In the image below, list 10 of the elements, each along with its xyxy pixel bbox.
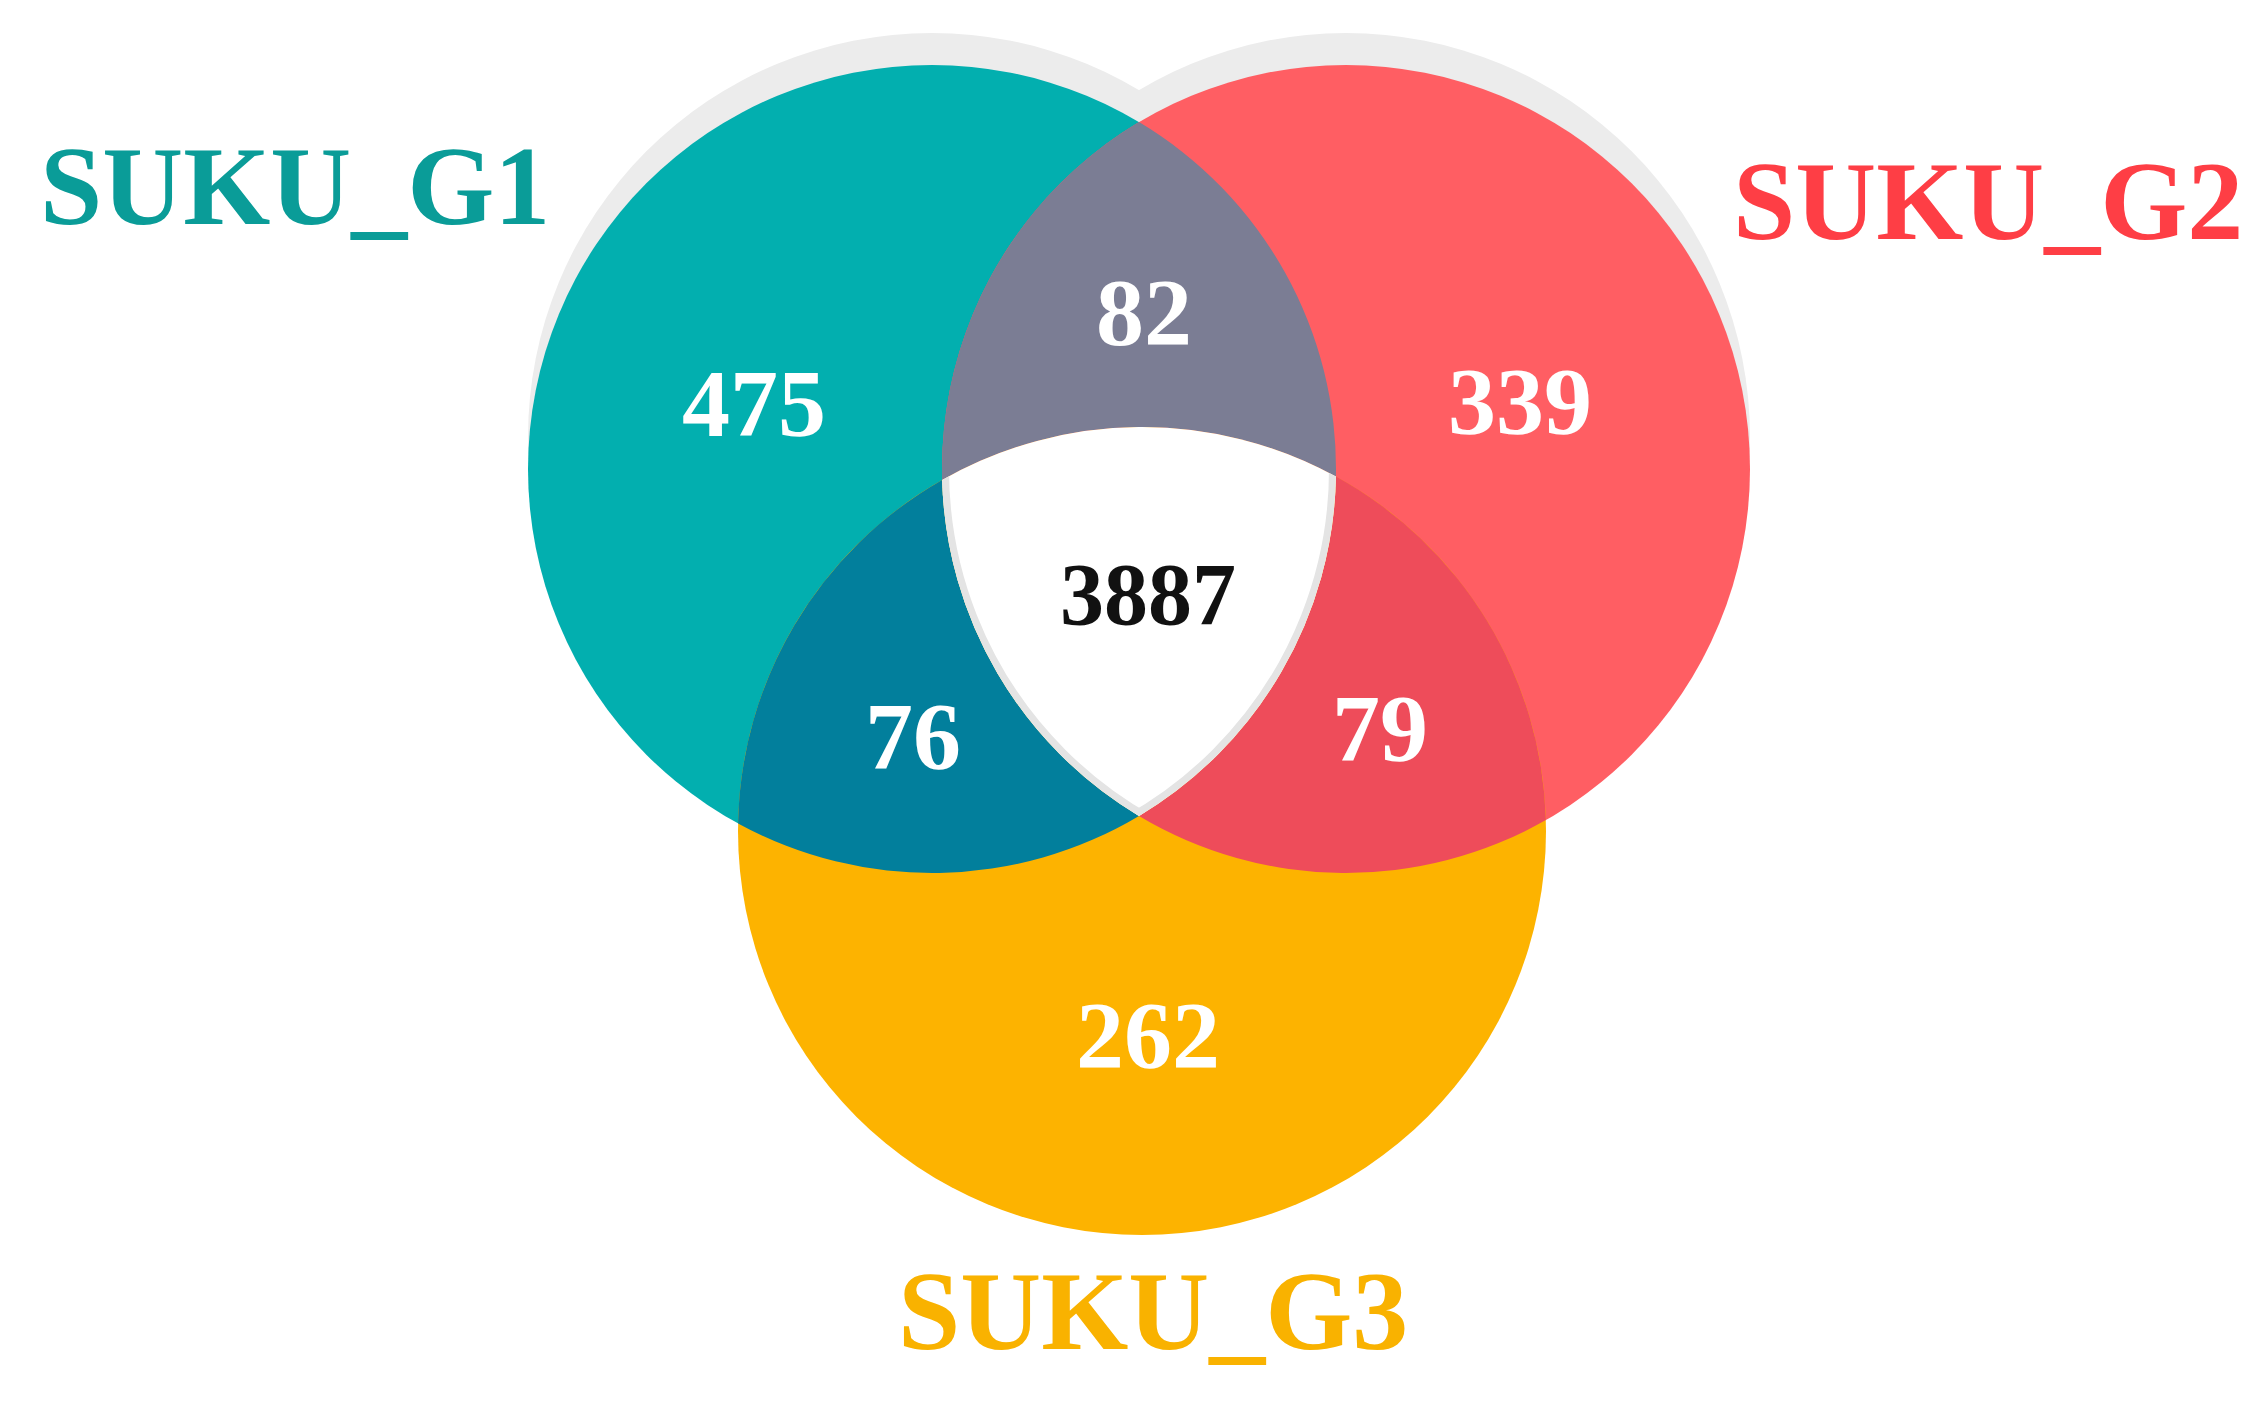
set-label: SUKU_G1 [40, 130, 551, 242]
count-label: 262 [1076, 988, 1220, 1084]
count-label: 339 [1448, 354, 1592, 450]
count-label: 3887 [1060, 551, 1236, 639]
count-label: 76 [865, 689, 961, 785]
count-label: 475 [682, 356, 826, 452]
set-label: SUKU_G3 [898, 1255, 1409, 1367]
set-label: SUKU_G2 [1733, 145, 2244, 257]
count-label: 79 [1332, 681, 1428, 777]
count-label: 82 [1096, 265, 1192, 361]
